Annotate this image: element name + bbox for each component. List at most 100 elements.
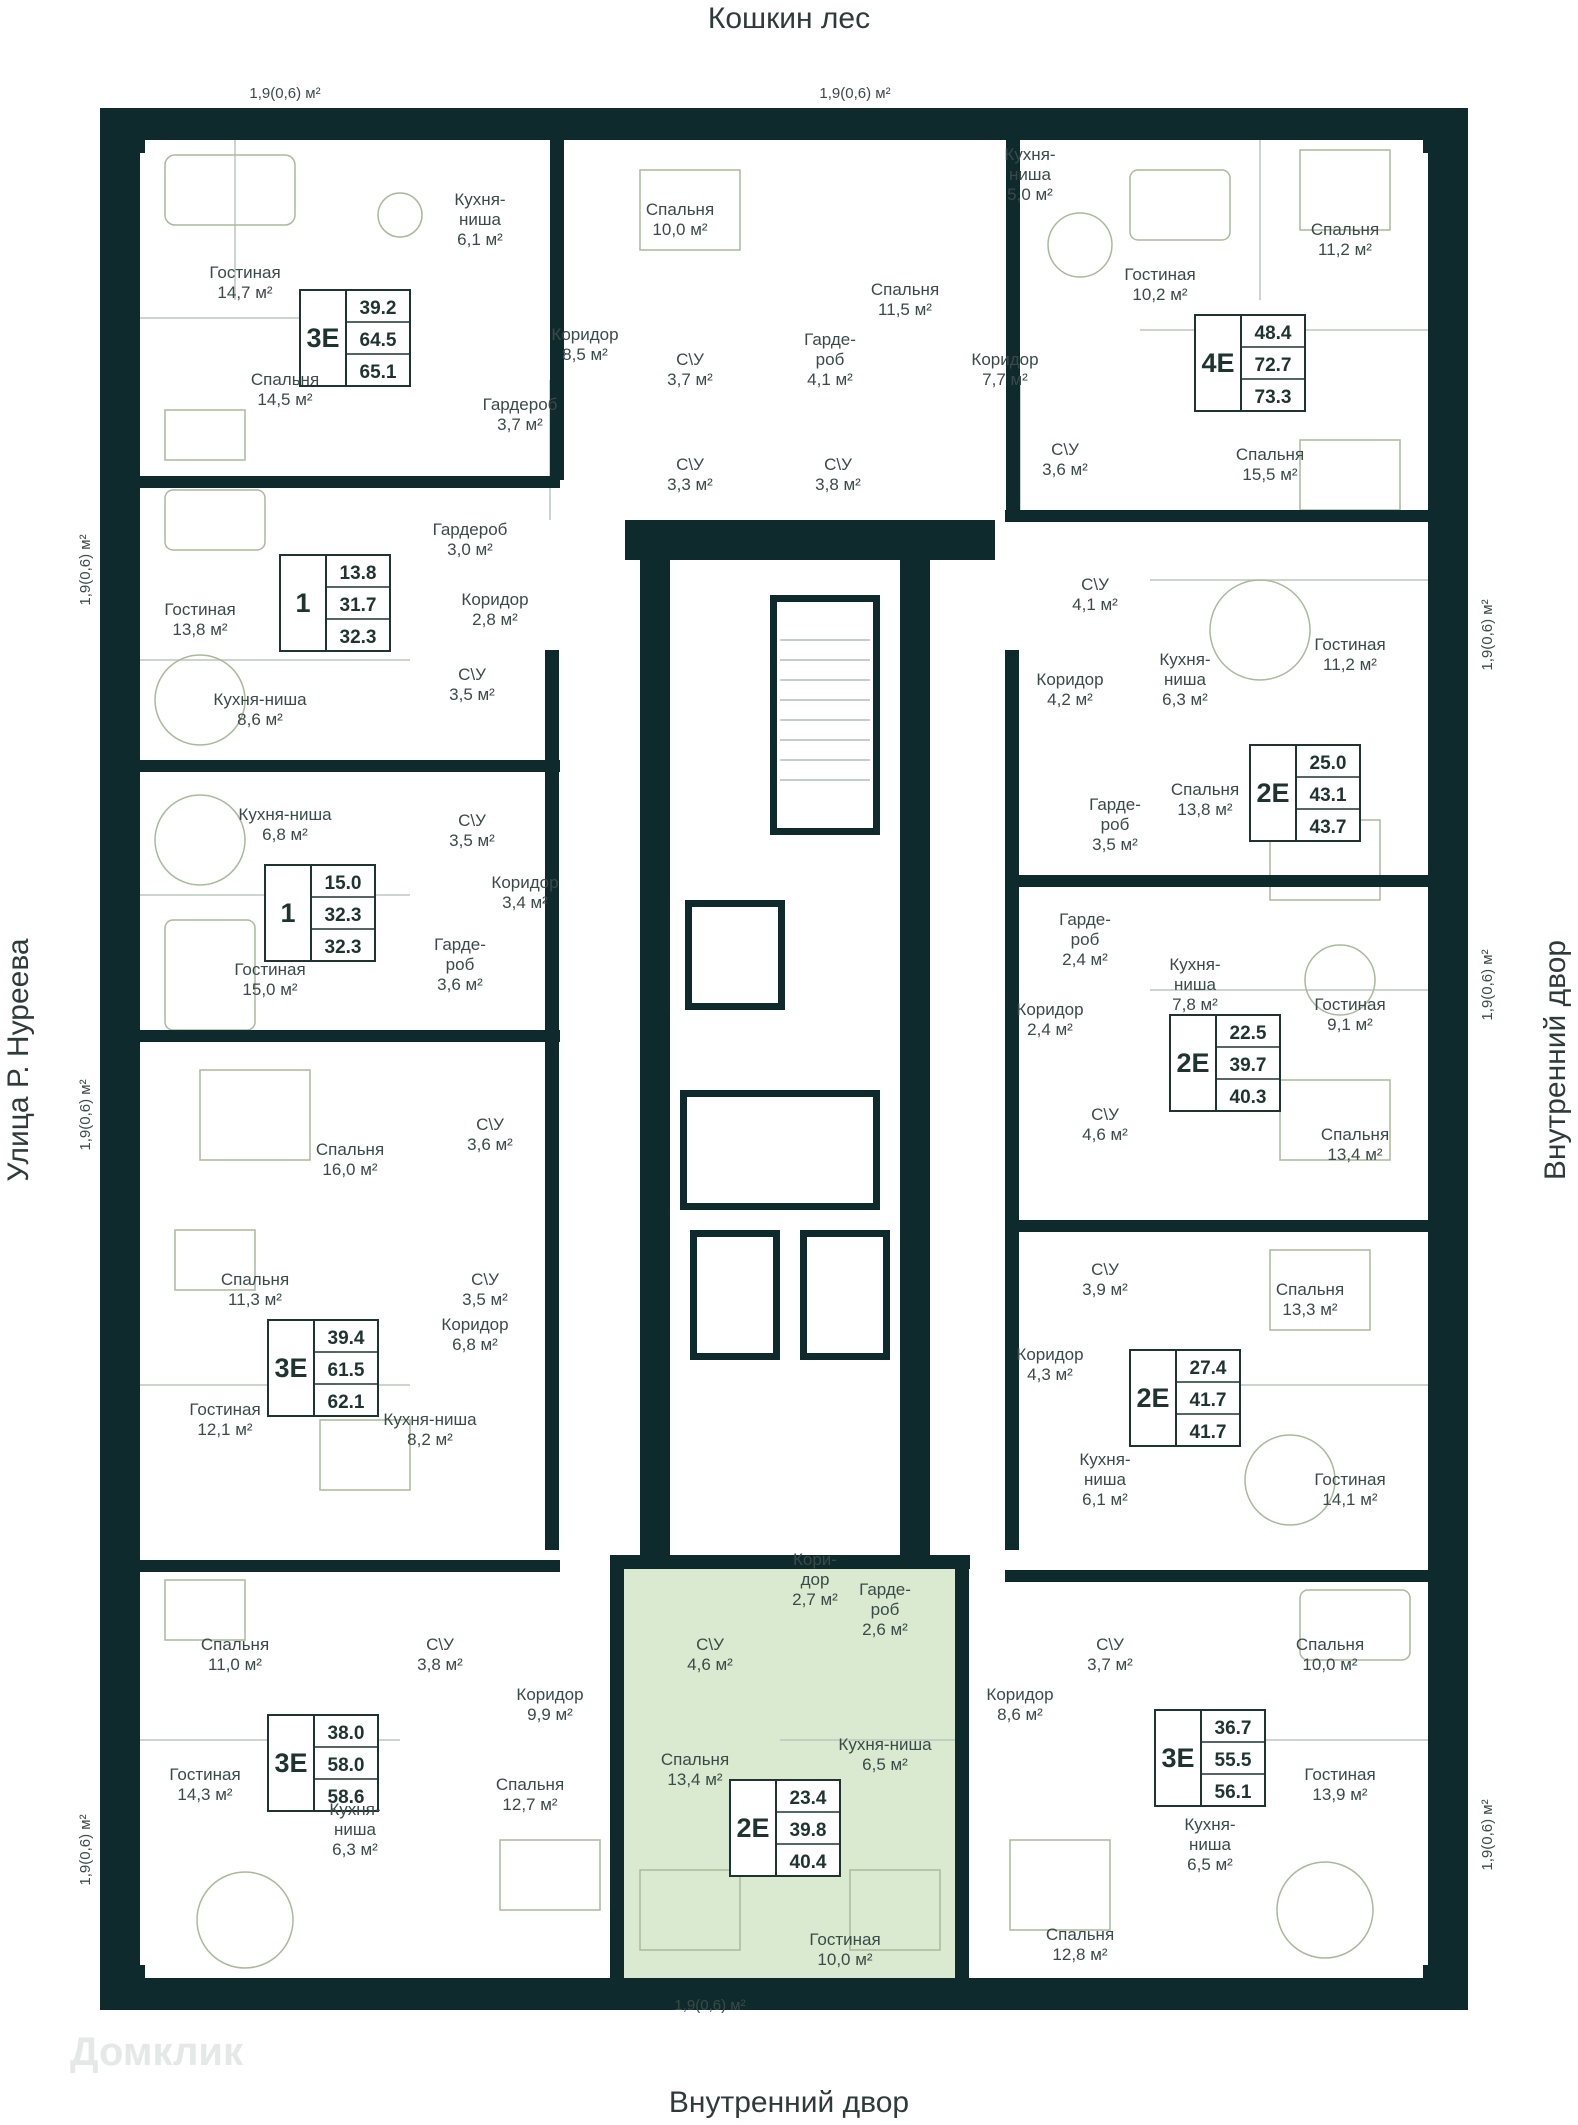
room-label-line: Гостиная: [189, 1400, 260, 1419]
room-label-line: 10,0 м²: [1302, 1655, 1357, 1674]
apartment-type: 2Е: [1256, 778, 1289, 808]
room-label-line: 3,8 м²: [815, 475, 861, 494]
room-label-line: 3,7 м²: [497, 415, 543, 434]
room-label-line: 8,6 м²: [997, 1705, 1043, 1724]
room-label-line: Гостиная: [809, 1930, 880, 1949]
room-label-line: 6,1 м²: [457, 230, 503, 249]
room-label-line: 7,8 м²: [1172, 995, 1218, 1014]
apartment-area: 72.7: [1255, 355, 1292, 376]
apartment-type: 2Е: [736, 1813, 769, 1843]
room-label-line: 6,5 м²: [862, 1755, 908, 1774]
room-label-line: 2,4 м²: [1062, 950, 1108, 969]
room-label-line: Спальня: [221, 1270, 289, 1289]
room-label-line: 2,7 м²: [792, 1590, 838, 1609]
room-label-line: 9,9 м²: [527, 1705, 573, 1724]
room-label-line: 4,2 м²: [1047, 690, 1093, 709]
room-label-line: 4,6 м²: [687, 1655, 733, 1674]
apartment-area: 23.4: [790, 1788, 827, 1809]
apartment-type: 2Е: [1136, 1383, 1169, 1413]
room-label-line: Спальня: [1311, 220, 1379, 239]
room-label-line: Гардероб: [483, 395, 558, 414]
room-label-line: Спальня: [1296, 1635, 1364, 1654]
room-label-line: Гостиная: [209, 263, 280, 282]
room-label-line: 5,0 м²: [1007, 185, 1053, 204]
room-label-line: роб: [871, 1600, 900, 1619]
room-label-line: Коридор: [1036, 670, 1103, 689]
apartment-area: 65.1: [360, 362, 397, 383]
room-label-line: 3,5 м²: [449, 685, 495, 704]
room-label-line: Спальня: [1171, 780, 1239, 799]
room-label-line: Гостиная: [1124, 265, 1195, 284]
room-label-line: С\У: [476, 1115, 504, 1134]
room-label-line: 3,6 м²: [437, 975, 483, 994]
apartment-badge[interactable]: 113.831.732.3: [279, 554, 391, 652]
apartment-type: 1: [295, 588, 310, 618]
balcony-label: 1,9(0,6) м²: [1479, 1799, 1496, 1870]
room-label-line: 13,9 м²: [1312, 1785, 1367, 1804]
stairs: [780, 639, 870, 781]
room-label-line: С\У: [471, 1270, 499, 1289]
apartment-type: 3Е: [274, 1353, 307, 1383]
room-label-line: Гарде-: [859, 1580, 911, 1599]
room-label-line: 3,6 м²: [1042, 460, 1088, 479]
apartment-area: 38.0: [328, 1723, 365, 1744]
room-label-line: Гостиная: [169, 1765, 240, 1784]
room-label-line: Кухня-: [1004, 145, 1055, 164]
room-label-line: 11,2 м²: [1323, 655, 1377, 674]
room-label-line: 13,4 м²: [1327, 1145, 1382, 1164]
room-label-line: Спальня: [871, 280, 939, 299]
room-label-line: 3,4 м²: [502, 893, 548, 912]
apartment-area: 41.7: [1190, 1422, 1227, 1443]
context-south: Внутренний двор: [669, 2086, 909, 2119]
room-label-line: Кухня-: [1169, 955, 1220, 974]
apartment-area: 39.2: [360, 298, 397, 319]
room-label-line: 4,3 м²: [1027, 1365, 1073, 1384]
apartment-area: 27.4: [1190, 1358, 1227, 1379]
room-label-line: Гарде-: [434, 935, 486, 954]
room-label-line: Спальня: [1276, 1280, 1344, 1299]
room-label-line: 6,1 м²: [1082, 1490, 1128, 1509]
room-label-line: С\У: [1091, 1260, 1119, 1279]
room-label-line: С\У: [696, 1635, 724, 1654]
room-label-line: Кухня-ниша: [838, 1735, 932, 1754]
room-label-line: 15,0 м²: [242, 980, 297, 999]
apartment-area: 36.7: [1215, 1718, 1252, 1739]
apartment-badge[interactable]: 115.032.332.3: [264, 864, 376, 962]
room-label-line: 7,7 м²: [982, 370, 1028, 389]
room-label-line: Спальня: [646, 200, 714, 219]
context-west: Улица Р. Нуреева: [2, 938, 35, 1182]
room-label-line: 12,7 м²: [502, 1795, 557, 1814]
room-label-line: Коридор: [516, 1685, 583, 1704]
room-label-line: Спальня: [201, 1635, 269, 1654]
room-label-line: 12,1 м²: [197, 1420, 252, 1439]
room-label-line: Кори-: [793, 1550, 837, 1569]
